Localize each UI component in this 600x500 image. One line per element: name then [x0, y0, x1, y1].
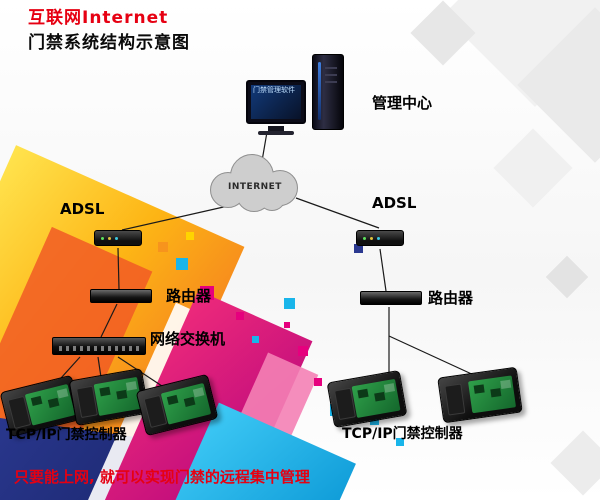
monitor-stand-base [258, 131, 294, 135]
adsl-modem-right-icon [356, 230, 404, 246]
adsl-modem-left-icon [94, 230, 142, 246]
label-adsl-left: ADSL [60, 200, 105, 218]
bottom-caption: 只要能上网, 就可以实现门禁的远程集中管理 [14, 468, 310, 486]
network-switch-icon [52, 337, 146, 355]
deco-square [176, 258, 188, 270]
label-controllers-right: TCP/IP门禁控制器 [342, 426, 463, 442]
deco-square [236, 312, 244, 320]
label-management-center: 管理中心 [372, 94, 433, 112]
label-adsl-right: ADSL [372, 194, 417, 212]
router-left-icon [90, 289, 152, 303]
pc-tower-icon [312, 54, 344, 130]
deco-square [252, 336, 259, 343]
monitor-screen-text: 门禁管理软件 [251, 85, 301, 119]
router-right-icon [360, 291, 422, 305]
deco-square [186, 232, 194, 240]
deco-square [314, 378, 322, 386]
monitor-stand [268, 126, 284, 131]
label-router-right: 路由器 [428, 289, 474, 307]
label-internet: INTERNET [228, 182, 282, 192]
internet-cloud-icon: INTERNET [202, 152, 308, 214]
deco-square [158, 242, 168, 252]
deco-square [284, 322, 290, 328]
label-controllers-left: TCP/IP门禁控制器 [6, 427, 127, 443]
deco-square [396, 438, 404, 446]
title-line1: 互联网Internet [28, 8, 169, 28]
page-title: 互联网Internet 门禁系统结构示意图 [28, 6, 190, 55]
title-line2: 门禁系统结构示意图 [28, 32, 190, 53]
deco-square [200, 286, 214, 300]
deco-square [354, 244, 363, 253]
pc-monitor-icon: 门禁管理软件 [246, 80, 306, 124]
label-router-left: 路由器 [166, 287, 212, 305]
deco-square [298, 346, 308, 356]
deco-square [284, 298, 295, 309]
label-switch: 网络交换机 [150, 330, 226, 348]
